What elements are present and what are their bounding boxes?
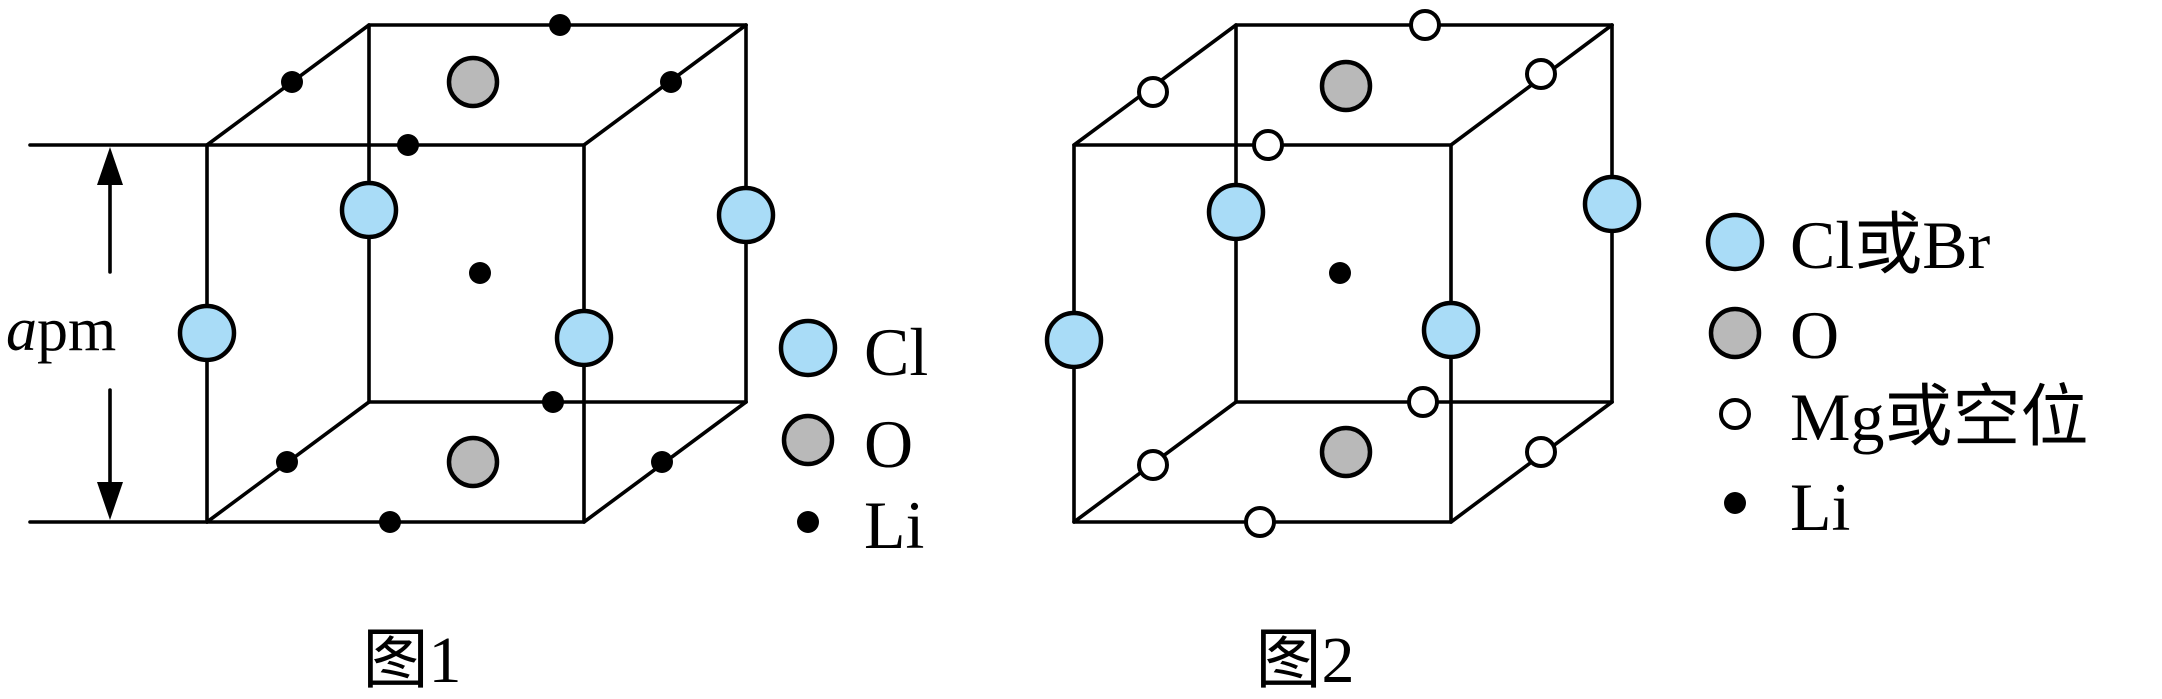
li-atom bbox=[281, 71, 303, 93]
cl-atom bbox=[554, 308, 614, 368]
cl-atom bbox=[1421, 300, 1481, 360]
cl-br-atoms bbox=[1044, 174, 1642, 370]
legend-o-label: O bbox=[864, 406, 913, 482]
legend-2: Cl或Br O Mg或空位 Li bbox=[1705, 207, 2088, 545]
li-atom-center bbox=[1329, 262, 1351, 284]
dimension-label: apm bbox=[6, 296, 116, 364]
legend-1: Cl O Li bbox=[778, 314, 928, 563]
li-atom bbox=[549, 14, 571, 36]
li-atom bbox=[542, 391, 564, 413]
legend-o-label: O bbox=[1790, 297, 1839, 373]
cl-atom bbox=[1582, 174, 1642, 234]
li-atoms bbox=[276, 14, 682, 533]
legend-li-label: Li bbox=[1790, 469, 1850, 545]
legend-li-swatch bbox=[797, 511, 819, 533]
mg-atom bbox=[1252, 129, 1284, 161]
mg-atom bbox=[1244, 506, 1276, 538]
arrow-up-icon bbox=[97, 147, 123, 185]
cl-atoms bbox=[177, 180, 776, 368]
dimension-marker: apm bbox=[6, 143, 209, 524]
li-atom bbox=[397, 134, 419, 156]
cl-atom bbox=[716, 185, 776, 245]
mg-atom bbox=[1137, 449, 1169, 481]
legend-o-swatch bbox=[1708, 306, 1762, 360]
figure-1-caption: 图1 bbox=[363, 624, 462, 694]
legend-mg-swatch bbox=[1719, 398, 1751, 430]
legend-cl-swatch bbox=[1705, 212, 1765, 272]
figure-2: Cl或Br O Mg或空位 Li 图2 bbox=[1044, 9, 2088, 697]
o-atom bbox=[1319, 425, 1373, 479]
legend-o-swatch bbox=[781, 413, 835, 467]
mg-atom bbox=[1409, 9, 1441, 41]
arrow-down-icon bbox=[97, 482, 123, 520]
o-atoms bbox=[446, 55, 500, 489]
figure-1: apm bbox=[6, 14, 928, 697]
cl-atom bbox=[1206, 182, 1266, 242]
figure-2-caption: 图2 bbox=[1256, 624, 1355, 694]
mg-atoms bbox=[1137, 9, 1557, 538]
li-atom-center bbox=[469, 262, 491, 284]
cl-atom bbox=[1044, 310, 1104, 370]
legend-cl-swatch bbox=[778, 318, 838, 378]
mg-atom bbox=[1407, 386, 1439, 418]
mg-atom bbox=[1525, 436, 1557, 468]
legend-cl-label: Cl bbox=[864, 314, 928, 390]
legend-mg-label: Mg或空位 bbox=[1790, 379, 2088, 455]
legend-cl-label: Cl或Br bbox=[1790, 207, 1991, 283]
cl-atom bbox=[339, 180, 399, 240]
li-atom bbox=[651, 451, 673, 473]
mg-atom bbox=[1525, 58, 1557, 90]
mg-atom bbox=[1137, 76, 1169, 108]
legend-li-label: Li bbox=[864, 487, 924, 563]
o-atom bbox=[446, 435, 500, 489]
o-atom bbox=[446, 55, 500, 109]
li-atom bbox=[660, 71, 682, 93]
cl-atom bbox=[177, 303, 237, 363]
li-atom bbox=[379, 511, 401, 533]
li-atom bbox=[276, 451, 298, 473]
o-atom bbox=[1319, 59, 1373, 113]
legend-li-swatch bbox=[1724, 492, 1746, 514]
o-atoms bbox=[1319, 59, 1373, 479]
